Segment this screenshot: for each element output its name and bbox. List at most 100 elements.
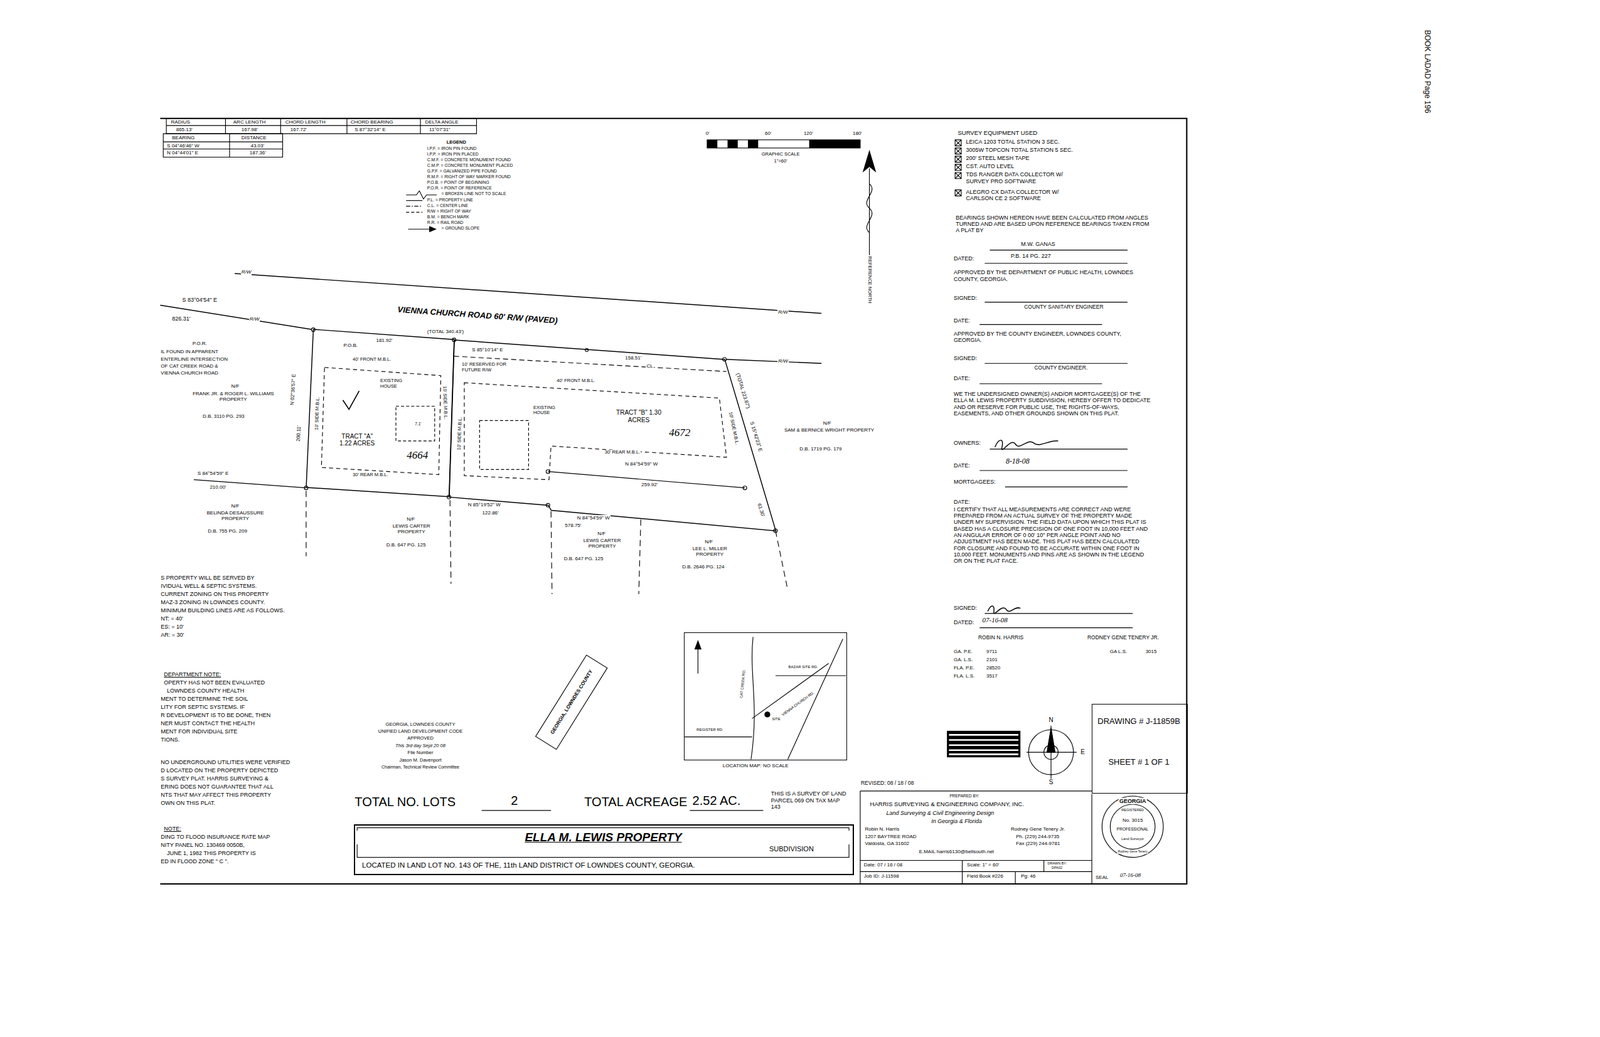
- title-box: ELLA M. LEWIS PROPERTYSUBDIVISIONLOCATED…: [353, 824, 854, 876]
- node-text: DRAWING # J-11859B: [1092, 717, 1186, 727]
- title-block-text: Valdosta, GA 31602: [864, 840, 910, 847]
- survey-dimension: ENTERLINE INTERSECTION: [160, 356, 229, 363]
- certificate-text: BEARINGS SHOWN HEREON HAVE BEEN CALCULAT…: [954, 214, 1151, 235]
- survey-dimension: CL: [645, 363, 654, 369]
- legend-text: P.O.R. = POINT OF REFERENCE: [427, 185, 492, 191]
- title-block-text: REVISED: 08 / 18 / 08: [860, 780, 915, 787]
- node-text: TRACT "A" 1.22 ACRES: [334, 432, 380, 448]
- node-text: SUBDIVISION: [768, 845, 815, 854]
- scale-label: 0': [705, 130, 711, 137]
- curve-table-cell: S 04°46'46" W: [166, 143, 201, 149]
- certificate-text: OWNERS:: [953, 439, 982, 447]
- certificate-text: ROBIN N. HARRIS: [977, 634, 1024, 642]
- survey-dimension: P.O.B.: [342, 342, 359, 349]
- survey-dimension: 826.31': [171, 315, 191, 322]
- adjoiner-label: N/F: [596, 530, 607, 537]
- legend-entry: = BROKEN LINE NOT TO SCALE: [441, 191, 507, 197]
- legend-entry: R.R. = RAIL ROAD: [426, 220, 465, 226]
- certificate-text: 2101: [985, 656, 999, 663]
- certificate-text: RODNEY GENE TENERY JR.: [1086, 634, 1160, 642]
- title-block-text: Land Surveying & Civil Engineering Desig…: [885, 810, 996, 817]
- survey-dimension: 30' REAR M.B.L.: [604, 449, 641, 456]
- scale-label: 1"=60': [773, 158, 789, 165]
- seal-text: GEORGIA: [1118, 797, 1147, 804]
- title-block-text: Scale: 1" = 60': [966, 862, 1000, 868]
- adjoiner-label: BELINDA DESAUSSURE PROPERTY: [193, 510, 277, 522]
- seal-text: REGISTERED: [1120, 808, 1145, 812]
- legend-text: C.M.P. = CONCRETE MONUMENT PLACED: [427, 163, 514, 168]
- stamp-text: Jason M. Davenport: [398, 757, 442, 763]
- survey-dimension: R/W: [777, 309, 789, 315]
- legend-text: B.M. = BENCH MARK: [427, 214, 470, 219]
- equipment-item: SURVEY EQUIPMENT USED: [956, 129, 1038, 137]
- note-text: MENT TO DETERMINE THE SOIL: [160, 695, 249, 703]
- node-text: SHEET # 1 OF 1: [1092, 757, 1186, 768]
- survey-dimension: R/W: [777, 358, 789, 364]
- adjoiner-label: D.B. 3110 PG. 293: [202, 413, 246, 420]
- survey-dimension: OF CAT CREEK ROAD &: [160, 363, 219, 369]
- note-text: ES: = 10': [160, 623, 185, 630]
- legend-text: G.P.F. = GALVANIZED PIPE FOUND: [427, 168, 497, 174]
- note-text: MENT FOR INDIVIDUAL SITE: [160, 728, 238, 735]
- title-block-text: DPA02: [1050, 865, 1063, 870]
- certificate-text: DATE:: [953, 498, 971, 506]
- location-map: LOCATION MAP: NO SCALE: [683, 632, 848, 760]
- certificate-text: 8-18-08: [1005, 457, 1031, 467]
- curve-table-cell: 11°07'31": [428, 126, 452, 133]
- certificate-text: 3015: [1145, 648, 1158, 655]
- legend-entry: C.L. = CENTER LINE: [426, 203, 469, 209]
- certificate-text: FLA. L.S.: [953, 673, 976, 679]
- survey-dimension: VIENNA CHURCH ROAD: [160, 370, 219, 376]
- curve-table-cell: DELTA ANGLE: [424, 119, 460, 125]
- note-text: D LOCATED ON THE PROPERTY DEPICTED: [160, 767, 279, 774]
- title-block-text: Job ID: J-11598: [863, 873, 900, 880]
- seal-text: Land Surveyor: [1120, 837, 1145, 841]
- survey-dimension: R/W: [240, 269, 253, 275]
- certificate-text: SIGNED:: [953, 294, 978, 302]
- legend-text: P.L. = PROPERTY LINE: [427, 197, 474, 203]
- legend-entry: R.M.F. = RIGHT OF WAY MARKER FOUND: [426, 174, 512, 180]
- curve-table-cell: CHORD BEARING: [350, 119, 395, 125]
- note-text: OPERTY HAS NOT BEEN EVALUATED: [163, 679, 266, 686]
- title-block-text: Field Book #226: [966, 873, 1004, 880]
- survey-dimension: S 83°04'54" E: [181, 296, 218, 304]
- survey-dimension: (TOTAL 340.43'): [426, 328, 465, 335]
- title-block-text: In Georgia & Florida: [930, 818, 983, 825]
- survey-dimension: 10' SIDE M.B.L.: [313, 395, 321, 431]
- legend-heading: LEGEND: [446, 139, 467, 146]
- seal-text: No. 3015: [1121, 817, 1144, 824]
- title-block-text: PREPARED BY:: [948, 793, 980, 799]
- stamp-text: This 3rd day Sept 20 08: [394, 742, 447, 749]
- certificate-text: 28520: [985, 665, 1001, 671]
- survey-dimension: 40' FRONT M.B.L.: [352, 357, 392, 363]
- certificate-text: GA. P.E.: [953, 648, 974, 655]
- scale-label: 180': [852, 130, 863, 137]
- certificate-text: GA. L.S.: [953, 656, 974, 663]
- certificate-text: I CERTIFY THAT ALL MEASUREMENTS ARE CORR…: [953, 506, 1154, 565]
- certificate-text: COUNTY SANITARY ENGINEER: [1023, 304, 1104, 311]
- adjoiner-label: D.B. 1719 PG. 179: [798, 446, 843, 452]
- title-block-text: 07-16-08: [1119, 872, 1142, 879]
- legend-text: R.R. = RAIL ROAD: [427, 220, 464, 225]
- certificate-text: APPROVED BY THE COUNTY ENGINEER, LOWNDES…: [953, 330, 1149, 344]
- adjoiner-label: N/F: [230, 503, 241, 509]
- certificate-text: DATE:: [953, 317, 971, 324]
- summary-text: TOTAL ACREAGE: [583, 794, 688, 810]
- title-block-text: SEAL: [1094, 874, 1109, 881]
- node-text: 4664: [405, 449, 429, 462]
- curve-table-cell: CHORD LENGTH: [284, 119, 327, 125]
- certificate-text: GA L.S.: [1109, 648, 1129, 655]
- adjoiner-label: LEE L. MILLER PROPERTY: [678, 545, 742, 558]
- curve-table-cell: RADIUS: [170, 119, 191, 125]
- note-text: NTS THAT MAY AFFECT THIS PROPERTY: [160, 791, 272, 799]
- note-text: JUNE 1, 1982 THIS PROPERTY IS: [166, 850, 257, 857]
- summary-text: TOTAL NO. LOTS: [353, 794, 457, 810]
- certificate-text: DATED:: [953, 619, 975, 626]
- survey-dimension: 10' RESERVED FOR FUTURE R/W: [461, 362, 524, 373]
- note-text: MAZ-3 ZONING IN LOWNDES COUNTY.: [160, 599, 266, 606]
- note-text: S SURVEY PLAT. HARRIS SURVEYING &: [160, 775, 269, 782]
- stamp-text: UNIFIED LAND DEVELOPMENT CODE: [377, 729, 464, 735]
- legend-entry: C.M.P. = CONCRETE MONUMENT PLACED: [426, 163, 514, 169]
- survey-dimension: 10' SIDE M.B.L.: [727, 410, 740, 447]
- compass-letter: S: [1048, 779, 1055, 787]
